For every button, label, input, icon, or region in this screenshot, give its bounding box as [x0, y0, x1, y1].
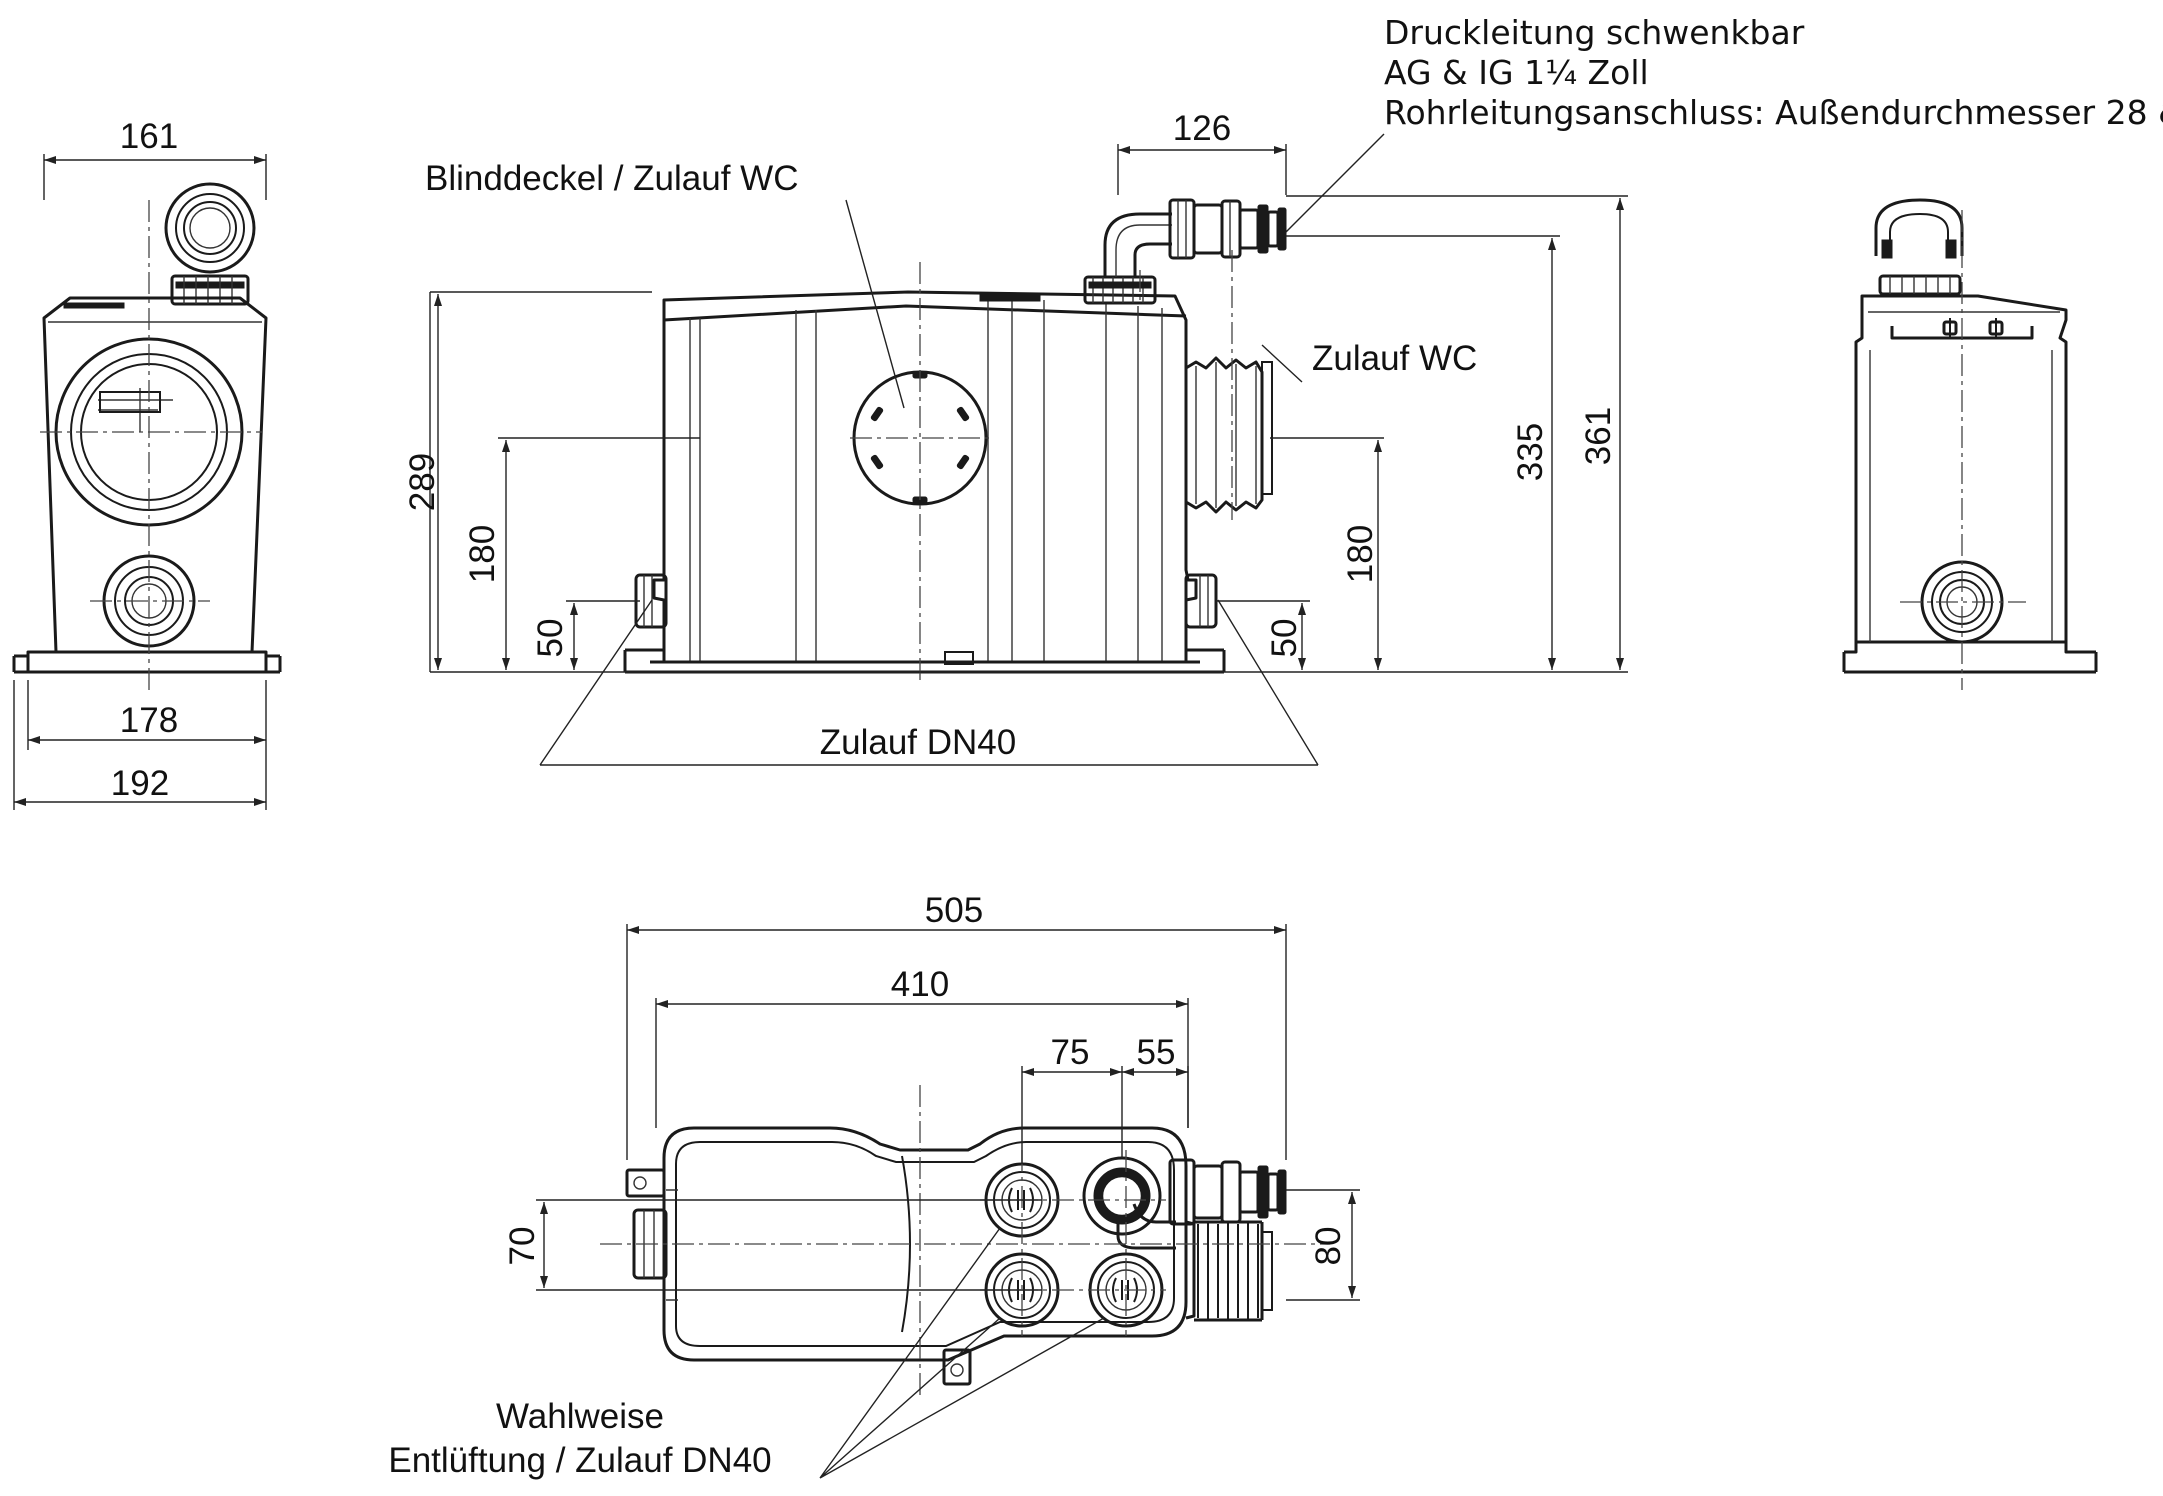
label-druckleitung-line2: AG & IG 1¼ Zoll — [1384, 53, 1649, 92]
dim-front-361: 361 — [1579, 407, 1618, 465]
label-zulauf-wc: Zulauf WC — [1312, 339, 1477, 378]
top-view: 505 410 75 55 70 80 Wahlweise Entlüftung… — [388, 891, 1360, 1480]
dim-top-55: 55 — [1137, 1033, 1176, 1072]
pipe-nut-left — [170, 274, 250, 306]
side-view-left: 161 178 192 — [12, 117, 282, 810]
wc-inlet-bellows-top — [1185, 1220, 1273, 1322]
pressure-pipe-top — [1082, 1156, 1287, 1250]
label-wahlweise-line2: Entlüftung / Zulauf DN40 — [388, 1441, 771, 1480]
dim-front-289: 289 — [403, 453, 442, 511]
label-druckleitung-line1: Druckleitung schwenkbar — [1384, 13, 1805, 52]
dim-front-126: 126 — [1173, 109, 1231, 148]
dim-front-50-left: 50 — [531, 619, 570, 658]
dim-left-178: 178 — [120, 701, 178, 740]
dim-top-410: 410 — [891, 965, 949, 1004]
label-blinddeckel: Blinddeckel / Zulauf WC — [425, 159, 798, 198]
dim-front-180-right: 180 — [1341, 525, 1380, 583]
dim-top-505: 505 — [925, 891, 983, 930]
pressure-pipe-front — [1103, 198, 1287, 277]
dim-left-192: 192 — [111, 764, 169, 803]
dim-top-75: 75 — [1051, 1033, 1090, 1072]
dim-top-80: 80 — [1309, 1227, 1348, 1266]
housing-outline-right — [1854, 294, 2068, 644]
housing-outline-top — [662, 1126, 1188, 1362]
pipe-nut-right — [1878, 274, 1962, 296]
dim-left-161: 161 — [120, 117, 178, 156]
mounting-lug-top-left — [625, 1168, 666, 1198]
label-wahlweise-line1: Wahlweise — [496, 1397, 664, 1436]
pipe-nut-front — [1083, 275, 1157, 305]
housing-outline-front — [652, 290, 1198, 664]
dn40-inlet-front-right — [1184, 573, 1218, 629]
dim-front-335: 335 — [1511, 423, 1550, 481]
dim-front-180-left: 180 — [463, 525, 502, 583]
front-view: 126 289 180 50 180 50 335 361 Blinddecke… — [403, 13, 2163, 766]
side-view-right — [1842, 198, 2098, 690]
pressure-pipe-end-left — [164, 182, 256, 274]
label-druckleitung-line3: Rohrleitungsanschluss: Außendurchmesser … — [1384, 93, 2163, 132]
label-zulauf-dn40: Zulauf DN40 — [820, 723, 1016, 762]
dim-front-50-right: 50 — [1265, 619, 1304, 658]
wc-inlet-bellows — [1184, 356, 1273, 514]
pressure-pipe-end-right — [1874, 198, 1964, 259]
dim-top-70: 70 — [503, 1227, 542, 1266]
